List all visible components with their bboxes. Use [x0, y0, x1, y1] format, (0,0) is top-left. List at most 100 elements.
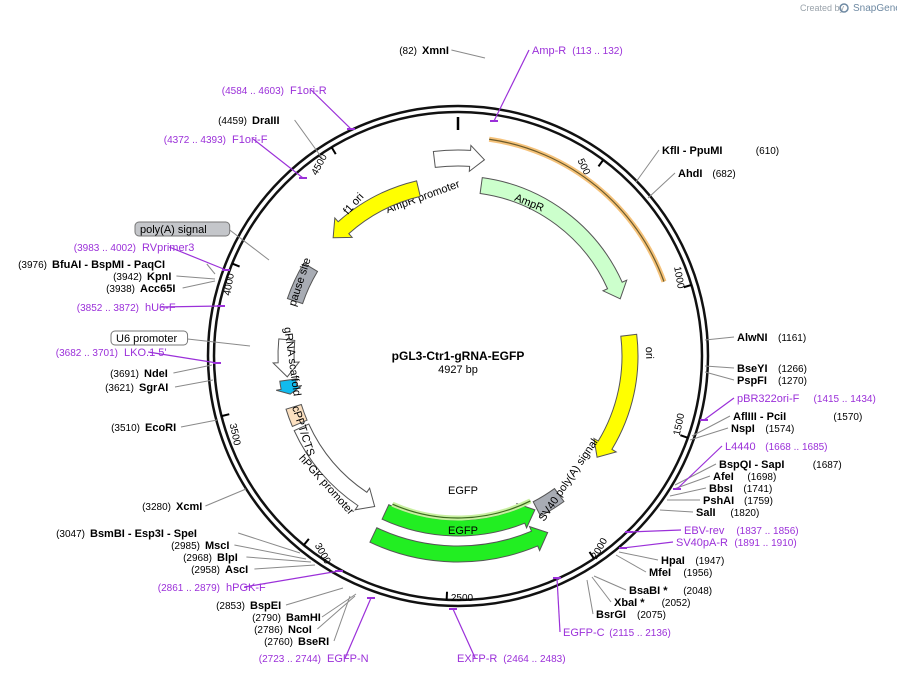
site-bspei: BspEI: [250, 600, 281, 612]
primer-sv40pa-r: SV40pA-R: [676, 537, 728, 549]
site-afei: AfeI: [713, 471, 734, 483]
site-pspfi: PspFI: [737, 375, 767, 387]
site-xbai-leader: [591, 576, 612, 603]
site-ndei-leader: [173, 364, 213, 374]
site-bfuai-bspmi-paqci-leader: [206, 263, 216, 275]
site-blpi: BlpI: [217, 552, 238, 564]
site-bfuai-bspmi-paqci-position: (3976): [18, 260, 47, 271]
site-xbai-position: (2052): [662, 598, 691, 609]
orf-arc-amp-core: [489, 138, 665, 282]
site-kfli-ppumi-leader: [635, 149, 660, 183]
site-ncoi-leader: [317, 595, 356, 630]
site-bsabi-position: (2048): [683, 586, 712, 597]
plasmid-title: pGL3-Ctr1-gRNA-EGFP: [392, 349, 525, 363]
site-bsrgi-leader: [586, 579, 594, 615]
primer-f1ori-f: F1ori-F: [232, 134, 268, 146]
site-draiii: DraIII: [252, 115, 280, 127]
site-ecori-position: (3510): [111, 423, 140, 434]
leader-lines: [148, 49, 735, 659]
site-ecori: EcoRI: [145, 422, 176, 434]
feature-hpgk-promoter-6: [293, 423, 376, 511]
site-nspi: NspI: [731, 423, 755, 435]
site-asci: AscI: [225, 564, 248, 576]
site-kfli-ppumi-position: (610): [756, 146, 779, 157]
site-pspfi-leader: [704, 371, 735, 381]
tick-3500: [221, 413, 230, 418]
site-ncoi-position: (2786): [254, 625, 283, 636]
site-sgrai-position: (3621): [105, 383, 134, 394]
site-bfuai-bspmi-paqci: BfuAI - BspMI - PaqCI: [52, 259, 165, 271]
site-bseri-position: (2760): [264, 637, 293, 648]
site-ndei: NdeI: [144, 368, 168, 380]
site-ndei-position: (3691): [110, 369, 139, 380]
primer-rvprimer3-leader: [168, 246, 227, 271]
site-blpi-leader: [246, 556, 312, 563]
primer-f1ori-r-leader: [310, 89, 352, 130]
site-bspei-leader: [285, 587, 344, 606]
primer-ebv-rev-leader: [628, 529, 682, 533]
site-ecori-leader: [180, 419, 218, 428]
site-bspei-position: (2853): [216, 601, 245, 612]
site-blpi-position: (2968): [183, 553, 212, 564]
primer-hpgk-f-leader: [244, 570, 340, 588]
site-bsmbi-esp3i-spei: BsmBI - Esp3I - SpeI: [90, 528, 197, 540]
site-bsrgi: BsrGI: [596, 609, 626, 621]
primer-f1ori-r-range: (4584 .. 4603): [222, 86, 284, 97]
site-kfli-ppumi: KflI - PpuMI: [662, 145, 723, 157]
site-mfei-position: (1956): [683, 568, 712, 579]
site-bseyi-position: (1266): [778, 364, 807, 375]
site-hpai: HpaI: [661, 555, 685, 567]
site-bseri: BseRI: [298, 636, 329, 648]
primer-hpgk-f: hPGK-F: [226, 582, 266, 594]
site-draiii-position: (4459): [218, 116, 247, 127]
site-afliii-pcii-leader: [691, 415, 731, 437]
site-bsrgi-position: (2075): [637, 610, 666, 621]
boxed-label-poly-a-signal-box: [134, 221, 231, 237]
site-bsabi-leader: [593, 575, 627, 591]
primer-f1ori-r: F1ori-R: [290, 85, 327, 97]
site-msci-position: (2985): [171, 541, 200, 552]
tick-2000: [588, 551, 595, 560]
primer-hu6-f-range: (3852 .. 3872): [77, 303, 139, 314]
primer-pbr322ori-f-leader: [703, 397, 735, 421]
primer-f1ori-f-range: (4372 .. 4393): [164, 135, 226, 146]
primer-hu6-f: hU6-F: [145, 302, 176, 314]
site-sgrai: SgrAI: [139, 382, 168, 394]
primer-pbr322ori-f: pBR322ori-F: [737, 393, 800, 405]
tick-1500: [679, 434, 689, 439]
backbone-outer-strand: [206, 104, 710, 608]
site-afliii-pcii-position: (1570): [833, 412, 862, 423]
feature-cppt-cts-7: [285, 403, 308, 428]
site-bsabi: BsaBI *: [629, 585, 668, 597]
site-msci: MscI: [205, 540, 229, 552]
site-sali-position: (1820): [730, 508, 759, 519]
feature-ori-2: [593, 333, 639, 458]
site-afliii-pcii: AflIII - PciI: [733, 411, 786, 423]
snapgene-logo-icon: [839, 3, 849, 13]
primer-sv40pa-r-leader: [622, 541, 674, 549]
feature-unlabeled-8: [276, 378, 303, 395]
site-xcmi-leader: [205, 488, 247, 507]
site-bseyi: BseYI: [737, 363, 768, 375]
tick-label-2500: 2500: [451, 593, 474, 604]
site-bbsi-leader: [669, 487, 707, 497]
primer-rvprimer3-range: (3983 .. 4002): [74, 243, 136, 254]
backbone-inner-strand: [212, 110, 704, 602]
site-mfei: MfeI: [649, 567, 671, 579]
site-bsmbi-esp3i-spei-position: (3047): [56, 529, 85, 540]
site-ahdi-position: (682): [712, 169, 735, 180]
primer-lko-1-5-leader: [148, 351, 218, 364]
site-kpni: KpnI: [147, 271, 171, 283]
site-bamhi-leader: [321, 593, 357, 618]
feature-egfp-5-label: EGFP: [448, 525, 478, 537]
site-kpni-position: (3942): [113, 272, 142, 283]
feature-overlays: [391, 136, 667, 521]
primer-exfp-r-range: (2464 .. 2483): [503, 654, 565, 665]
primer-egfp-c: EGFP-C: [563, 627, 605, 639]
primer-rvprimer3: RVprimer3: [142, 242, 194, 254]
site-draiii-leader: [294, 119, 323, 159]
primer-egfp-n-leader: [344, 597, 372, 659]
primer-egfp-n-range: (2723 .. 2744): [259, 654, 321, 665]
